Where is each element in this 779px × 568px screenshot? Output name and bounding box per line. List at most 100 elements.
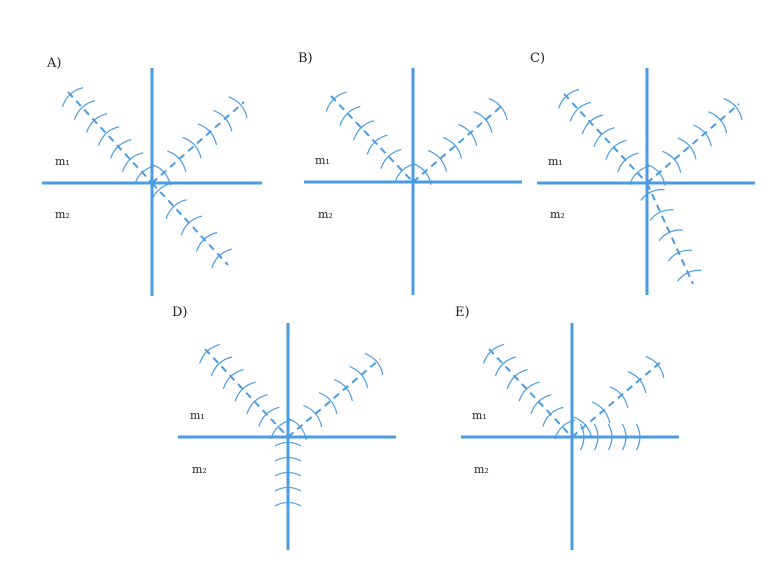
wavefront-arc — [167, 150, 187, 173]
wavefront-arc — [573, 416, 593, 439]
panel-label-d: D) — [172, 305, 188, 320]
wavefront-arc — [197, 123, 218, 146]
wavefront-arc — [557, 88, 580, 109]
wavefront-arc — [569, 101, 591, 122]
reflected-wave — [571, 355, 665, 439]
wavefront-arc — [579, 423, 585, 451]
wavefront-arc — [658, 229, 683, 242]
wavefront-arc — [133, 165, 156, 185]
panel-c: C) m₁ m₂ — [530, 51, 755, 295]
incident-wave — [61, 87, 156, 185]
wavefront-arc — [677, 269, 702, 282]
wavefront-arc — [554, 419, 576, 440]
medium-1-label: m₁ — [548, 155, 563, 168]
medium-2-label: m₂ — [550, 208, 565, 221]
wavefront-arc — [518, 381, 540, 402]
wavefront-arc — [412, 163, 432, 185]
panel-label-b: B) — [298, 51, 313, 66]
wavefront-arc — [195, 231, 218, 252]
incident-wave — [199, 343, 292, 440]
reflected-wave — [151, 96, 248, 186]
wavefront-arc — [274, 471, 302, 477]
wavefront-arc — [494, 356, 516, 377]
wavefront-arc — [364, 352, 384, 376]
wavefront-arc — [151, 163, 172, 186]
transmitted-wave — [640, 182, 702, 285]
wavefront-arc — [150, 182, 172, 203]
panel-d: D) m₁ m₂ — [172, 305, 396, 550]
wavefront-arc — [61, 87, 84, 107]
wavefront-arc — [607, 423, 613, 451]
reflected-wave — [287, 352, 384, 441]
medium-1-label: m₁ — [472, 409, 487, 422]
panel-e: E) m₁ m₂ — [455, 305, 679, 550]
wavefront-arc — [443, 137, 463, 159]
transmitted-wave — [579, 423, 641, 451]
panel-b: B) m₁ m₂ — [298, 51, 522, 295]
wavefront-arc — [609, 386, 629, 409]
wavefront-arc — [506, 369, 528, 389]
incident-wave — [557, 88, 651, 186]
incident-wave — [483, 343, 576, 440]
wavefront-arc — [629, 165, 651, 186]
wavefront-arc — [234, 381, 256, 402]
wavefront-arc — [473, 111, 493, 133]
wavefront-arc — [211, 248, 233, 269]
wavefront-arc — [210, 356, 232, 377]
wavefront-arc — [349, 365, 369, 389]
panel-label-c: C) — [530, 51, 545, 66]
wavefront-arc — [222, 369, 244, 389]
wavefront-arc — [258, 406, 280, 427]
wavefront-arc — [182, 136, 202, 159]
wavefront-arc — [593, 423, 599, 451]
wavefront-arc — [274, 456, 302, 462]
wavefront-arc — [427, 150, 447, 172]
wavefront-arc — [621, 423, 627, 451]
wavefront-arc — [542, 406, 564, 427]
medium-2-label: m₂ — [318, 208, 333, 221]
wavefront-arc — [199, 343, 221, 364]
wavefront-arc — [380, 148, 402, 169]
wavefront-arc — [662, 150, 682, 173]
incident-wave — [325, 91, 416, 184]
transmitted-wave — [274, 441, 302, 507]
wavefront-arc — [581, 114, 603, 135]
wavefront-arc — [605, 139, 627, 160]
wavefront-arc — [627, 371, 647, 394]
wavefront-arc — [85, 113, 108, 133]
wavefront-arc — [246, 394, 268, 415]
wavefront-arc — [366, 134, 388, 155]
wavefront-arc — [333, 378, 353, 402]
reflected-wave — [646, 98, 743, 186]
panel-label-e: E) — [455, 305, 470, 320]
wavefront-arc — [394, 163, 416, 184]
wavefront-arc — [591, 401, 611, 424]
wavefront-arc — [274, 486, 302, 492]
wavefront-arc — [593, 127, 615, 147]
medium-2-label: m₂ — [192, 463, 207, 476]
wavefront-arc — [121, 152, 144, 172]
wavefront-arc — [646, 163, 666, 186]
wavefront-arc — [458, 124, 478, 146]
wavefront-arc — [353, 120, 375, 141]
wavefront-arc — [339, 105, 361, 126]
wavefront-arc — [649, 209, 674, 222]
wavefront-arc — [530, 394, 552, 415]
panel-label-a: A) — [46, 56, 61, 71]
wavefront-arc — [213, 109, 233, 132]
wavefront-arc — [692, 124, 712, 147]
medium-1-label: m₁ — [315, 154, 330, 167]
wavefront-arc — [645, 355, 665, 378]
wavefront-arc — [109, 139, 132, 159]
wavefront-arc — [97, 126, 120, 146]
medium-2-label: m₂ — [474, 463, 489, 476]
wavefront-arc — [228, 96, 248, 119]
transmitted-wave — [150, 182, 233, 269]
reflected-wave — [412, 98, 508, 185]
wavefront-arc — [723, 98, 743, 121]
wavefront-arc — [73, 100, 96, 120]
wavefront-arc — [325, 91, 347, 112]
wavefront-arc — [488, 98, 508, 120]
wavefront-arc — [677, 137, 697, 160]
